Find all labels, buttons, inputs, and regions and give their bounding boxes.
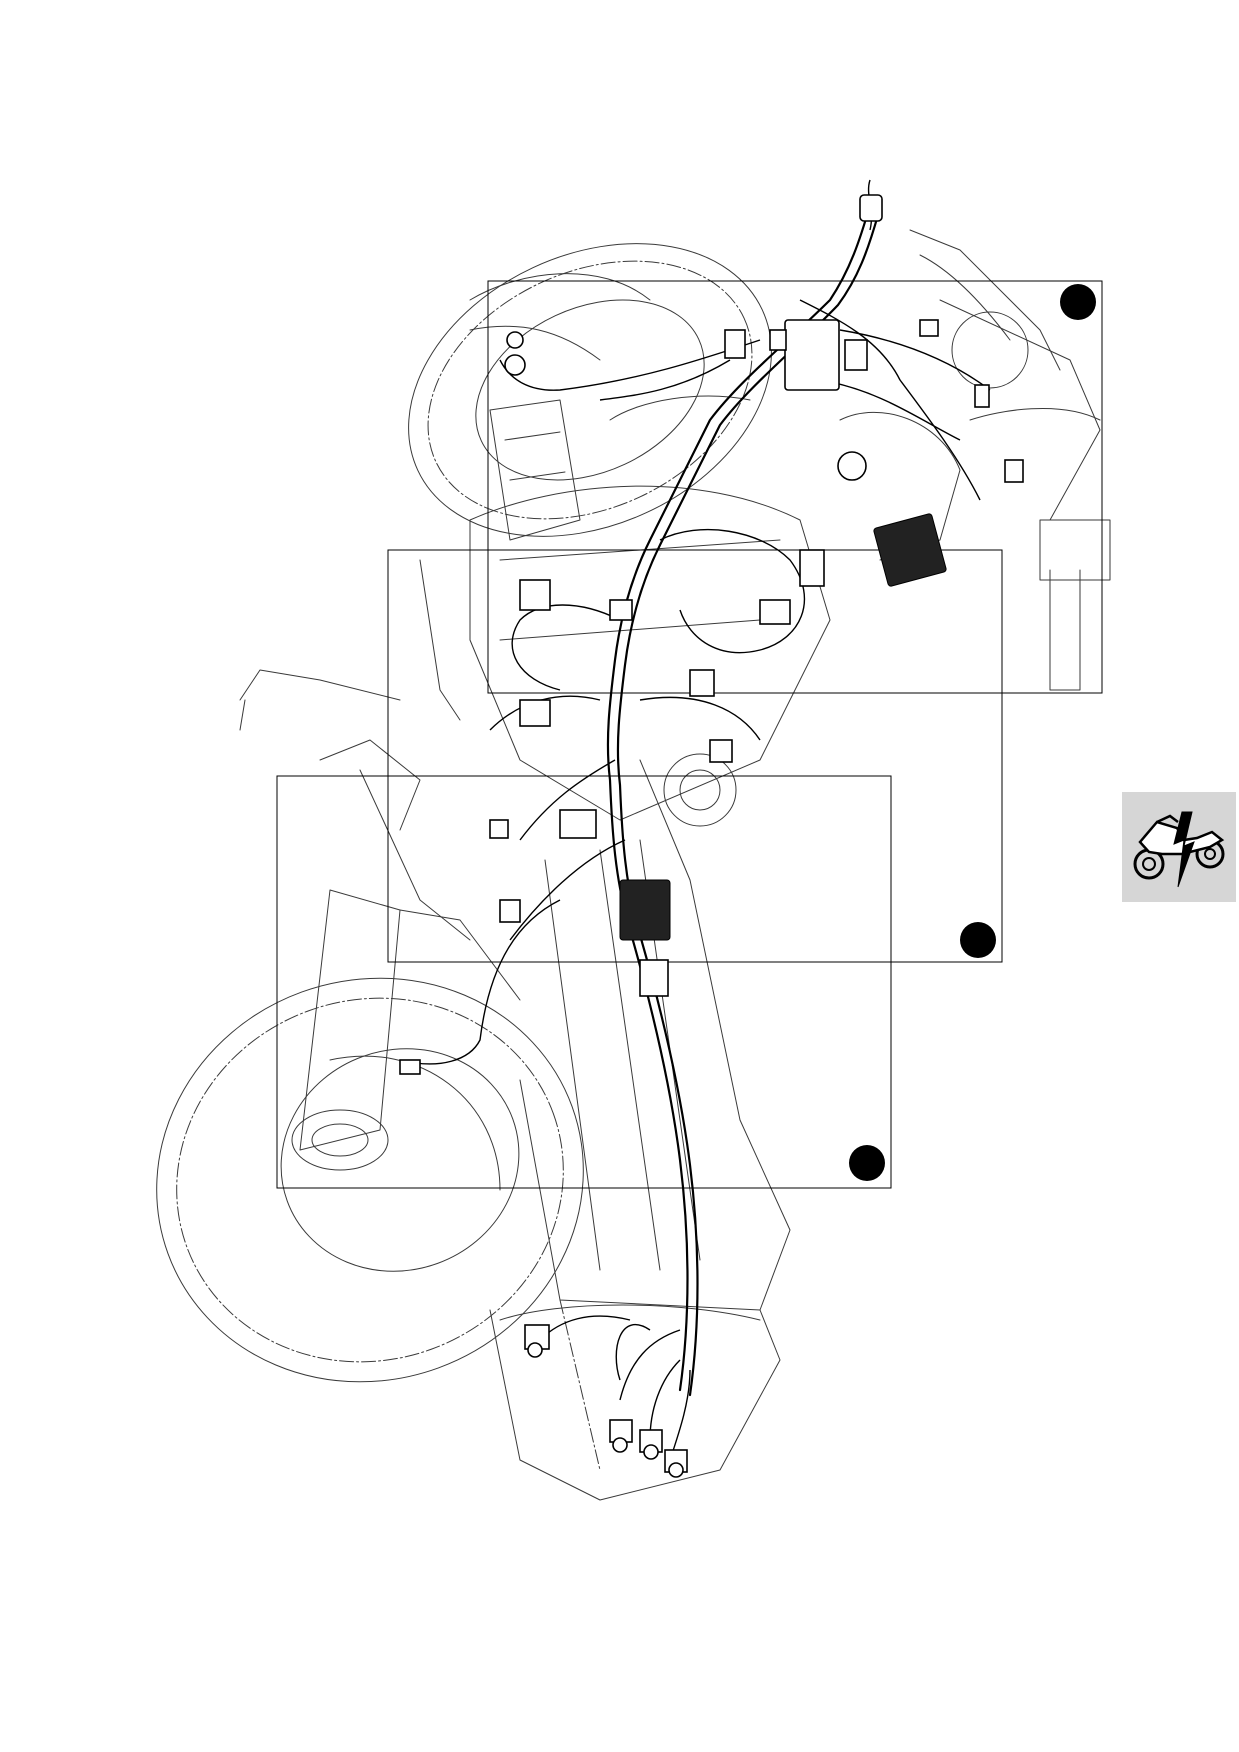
detail-marker-3 <box>849 1145 885 1181</box>
detail-marker-2 <box>960 922 996 958</box>
detail-box-1[interactable] <box>487 280 1103 694</box>
harness-connectors <box>399 194 1024 1478</box>
detail-box-2[interactable] <box>387 549 1003 963</box>
detail-box-3[interactable] <box>276 775 892 1189</box>
detail-marker-1 <box>1060 284 1096 320</box>
motorcycle-outline <box>156 229 1111 1501</box>
wiring-harness <box>399 179 991 1461</box>
motorcycle-electrical-icon <box>1133 811 1225 888</box>
section-tab[interactable] <box>1122 792 1236 902</box>
